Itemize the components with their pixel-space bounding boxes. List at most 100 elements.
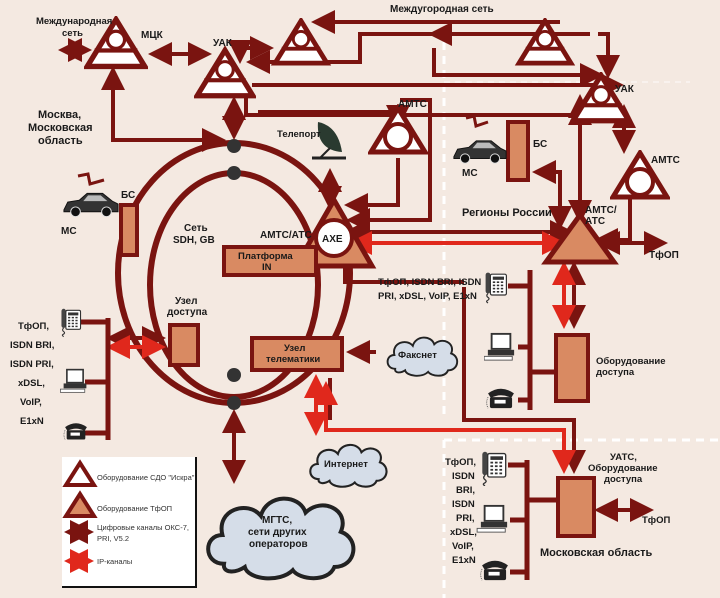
legend-label-digital-2: PRI, V5.2 <box>97 534 129 543</box>
label-uats-2: Оборудование <box>588 463 657 474</box>
access-node-box <box>168 323 200 367</box>
label-mo-services-7: VoIP, <box>452 541 474 552</box>
phone-center-icon <box>484 271 508 304</box>
label-bs-right: БС <box>533 139 547 150</box>
amts-atc-region-node <box>541 210 619 265</box>
phone-mo-icon <box>481 451 507 486</box>
oldphone-left-icon <box>63 422 88 440</box>
legend-label-ip: IP-каналы <box>97 557 132 566</box>
intercity-node-left <box>275 21 327 63</box>
legend-label-tfop: Оборудование ТфОП <box>97 504 172 513</box>
label-center-services-2: PRI, xDSL, VoIP, E1xN <box>378 291 477 302</box>
legend-label-sdo: Оборудование СДО "Искра" <box>97 473 195 482</box>
label-left-services-2: ISDN BRI, <box>10 340 54 351</box>
label-mo-services-6: xDSL, <box>450 527 477 538</box>
access-equipment-box <box>554 333 590 403</box>
label-access-equipment-1: Оборудование <box>596 356 665 367</box>
pc-center-icon <box>484 332 516 362</box>
pc-mo-icon <box>476 504 509 534</box>
hollow-triangle-icon <box>62 459 98 487</box>
label-platform-in-2: IN <box>262 262 272 273</box>
label-tfop-mo: ТфОП <box>642 515 671 526</box>
legend: Оборудование СДО "Искра" Оборудование Тф… <box>62 457 197 588</box>
uak-left-node <box>197 50 253 95</box>
ring-nodes <box>227 139 241 410</box>
label-mgts-3: операторов <box>249 539 308 550</box>
label-ms-right: МС <box>462 168 478 179</box>
label-mo-services-1: ТфОП, <box>445 457 476 468</box>
label-platform-in-1: Платформа <box>238 251 293 262</box>
label-bs-left: БС <box>121 190 135 201</box>
terminal-buses <box>80 270 556 580</box>
bs-right-box <box>506 120 530 182</box>
bs-left-box <box>119 203 139 257</box>
label-moscow-1: Москва, <box>38 109 81 121</box>
label-left-services-5: VoIP, <box>20 397 42 408</box>
ring-node-bottom-outer <box>227 396 241 410</box>
oldphone-center-icon <box>486 388 515 409</box>
label-access-node-2: доступа <box>167 307 208 318</box>
car-right-icon <box>453 140 507 164</box>
label-left-services-6: E1xN <box>20 416 44 427</box>
satellite-dish-icon <box>312 122 346 160</box>
phone-left-icon <box>60 308 82 338</box>
label-amts-center: АМТС <box>398 99 427 110</box>
label-tfop-region: ТфОП <box>649 249 679 261</box>
radio-signal-right-icon <box>465 114 489 128</box>
label-telematics-1: Узел <box>284 343 305 354</box>
label-center-services-1: ТфОП, ISDN BRI, ISDN <box>378 277 481 288</box>
label-uats-3: доступа <box>604 474 643 485</box>
label-teleport: Телепорт <box>277 129 321 140</box>
label-mgts-2: сети других <box>248 527 307 538</box>
radio-signal-left-icon <box>77 172 105 186</box>
label-moscow-2: Московская <box>28 122 93 134</box>
label-ring-net-1: Сеть <box>184 223 208 234</box>
label-regions: Регионы России <box>462 207 552 219</box>
label-mo-services-8: E1xN <box>452 555 476 566</box>
label-left-services-3: ISDN PRI, <box>10 359 54 370</box>
label-international-1: Международная <box>36 16 112 27</box>
label-mo-services-4: ISDN <box>452 499 475 510</box>
label-mo-services-2: ISDN <box>452 471 475 482</box>
label-access-equipment-2: доступа <box>596 367 635 378</box>
labels: Международная сеть МЦК УАК Междугородная… <box>10 4 680 566</box>
label-uak-left: УАК <box>213 38 233 49</box>
label-left-services-4: xDSL, <box>18 378 45 389</box>
ring-node-bottom-inner <box>227 368 241 382</box>
label-amts-right: АМТС <box>651 155 680 166</box>
label-faxnet: Факснет <box>398 350 437 361</box>
platform-in-box <box>222 245 318 277</box>
label-amts-atc-region-1: АМТС/ <box>585 205 617 216</box>
telematics-node-box <box>250 336 344 372</box>
label-mo-services-3: BRI, <box>456 485 475 496</box>
label-mgts-1: МГТС, <box>262 515 292 526</box>
label-access-node-1: Узел <box>175 296 197 307</box>
label-international-2: сеть <box>62 28 83 39</box>
label-mo-services-5: PRI, <box>456 513 474 524</box>
label-axe: AXE <box>322 234 343 245</box>
intercity-node-right <box>519 21 571 63</box>
label-mck: МЦК <box>141 30 164 41</box>
uats-box <box>556 476 596 538</box>
label-internet: Интернет <box>324 459 368 470</box>
label-intercity-net: Междугородная сеть <box>390 4 494 15</box>
ring-node-top-outer <box>227 139 241 153</box>
label-amts-atc: АМТС/АТС <box>260 230 312 241</box>
label-ms-left: МС <box>61 226 77 237</box>
label-left-services-1: ТфОП, <box>18 321 49 332</box>
ip-channels <box>106 231 576 474</box>
label-uats-1: УАТС, <box>610 452 637 463</box>
label-ring-net-2: SDH, GB <box>173 235 215 246</box>
label-moscow-obl: Московская область <box>540 547 652 559</box>
label-amts-atc-region-2: АТС <box>585 216 605 227</box>
oldphone-mo-icon <box>480 560 509 581</box>
label-uak-right: УАК <box>615 84 635 95</box>
legend-label-digital-1: Цифровые каналы ОКС-7, <box>97 523 189 532</box>
label-moscow-3: область <box>38 135 83 147</box>
ring-node-top-inner <box>227 166 241 180</box>
car-left-icon <box>63 192 119 218</box>
pc-left-icon <box>60 368 88 394</box>
filled-triangle-icon <box>62 490 98 518</box>
label-telematics-2: телематики <box>266 354 320 365</box>
